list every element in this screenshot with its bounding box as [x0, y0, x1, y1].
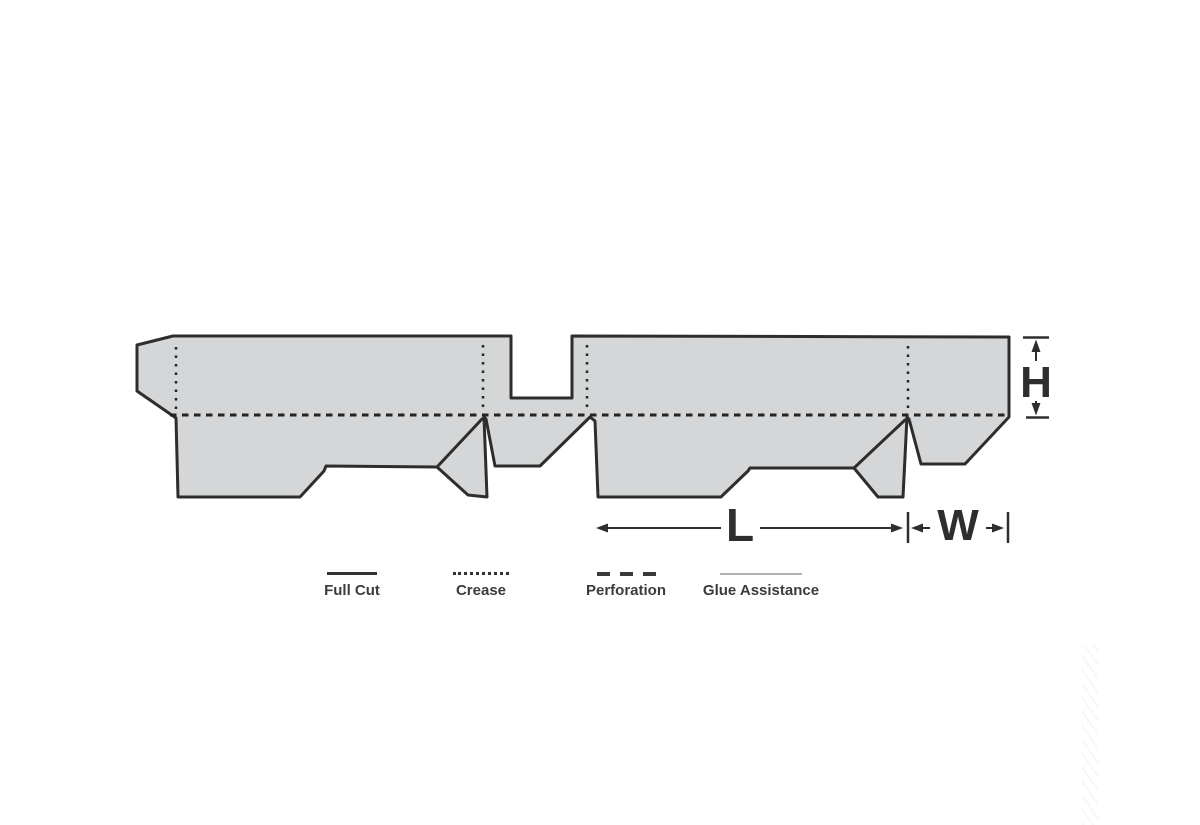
lock-tab-cut-line-right [852, 418, 907, 470]
crease-line-sample [436, 569, 526, 578]
legend-item-crease: Crease [436, 569, 526, 599]
thin-line-icon [720, 572, 802, 575]
legend-label-crease: Crease [455, 582, 507, 599]
length-arrow-right-head [891, 523, 903, 533]
height-dimension-label: H [1020, 358, 1052, 407]
lock-tab-cut-line-left [435, 417, 484, 469]
carton-blank-outline [135, 334, 1011, 499]
legend-item-glue-assistance: Glue Assistance [690, 569, 832, 599]
height-arrow-up-head [1031, 339, 1041, 352]
dash-segment [642, 571, 656, 576]
width-arrow-right-head [992, 523, 1004, 533]
solid-line-icon [327, 572, 377, 575]
legend: Full Cut Crease Perforation Glue Assis [0, 569, 1200, 614]
glue-assistance-line-sample [690, 569, 832, 578]
dimension-height: H [1020, 336, 1052, 419]
dashed-line-icon [596, 571, 656, 576]
perforation-line-sample [574, 569, 678, 578]
length-dimension-label: L [726, 499, 754, 551]
legend-item-full-cut: Full Cut [308, 569, 396, 599]
faint-watermark-artifact [1082, 645, 1098, 825]
legend-label-perforation: Perforation [585, 582, 666, 599]
legend-label-glue-assistance: Glue Assistance [702, 582, 820, 599]
legend-item-perforation: Perforation [574, 569, 678, 599]
height-arrow-down-head [1031, 403, 1041, 416]
length-arrow-left-head [596, 523, 608, 533]
dash-segment [619, 571, 633, 576]
legend-label-full-cut: Full Cut [324, 582, 380, 599]
carton-blank [135, 334, 1011, 499]
full-cut-line-sample [308, 569, 396, 578]
dimension-length: L [596, 499, 910, 551]
width-dimension-label: W [937, 501, 979, 550]
width-arrow-left-head [911, 523, 923, 533]
dash-segment [596, 571, 610, 576]
dotted-line-icon [453, 572, 509, 575]
dimension-width: W [911, 501, 1010, 550]
